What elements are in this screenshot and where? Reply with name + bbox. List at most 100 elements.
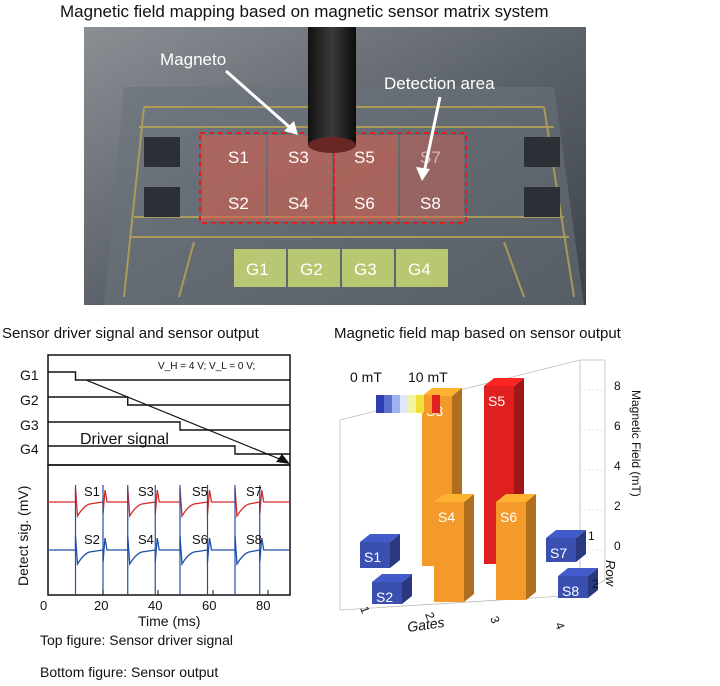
bar-s7: S7 xyxy=(546,530,586,562)
output-trace-bottom xyxy=(48,535,290,567)
row-label-g2: G2 xyxy=(20,392,39,408)
bar-top-s5 xyxy=(484,378,524,386)
bar-side-s6 xyxy=(526,494,536,600)
row-label-g3: G3 xyxy=(20,417,39,433)
ztick-2: 2 xyxy=(614,499,621,513)
x-axis-label: Time (ms) xyxy=(138,613,200,629)
caption-top: Top figure: Sensor driver signal xyxy=(40,632,233,648)
trace-label-s2: S2 xyxy=(84,532,100,547)
bar-front-s4 xyxy=(434,502,464,602)
dashed-box-2 xyxy=(333,132,467,224)
bar-side-s1 xyxy=(390,534,400,568)
bar-side-s2 xyxy=(402,574,412,604)
bar-side-s4 xyxy=(464,494,474,602)
driver-signal-label: Driver signal xyxy=(80,431,169,448)
gate-label-g1: G1 xyxy=(246,260,269,279)
bar-top-s4 xyxy=(434,494,474,502)
trace-label-s3: S3 xyxy=(138,484,154,499)
ztick-8: 8 xyxy=(614,379,621,393)
bar-side-s8 xyxy=(588,568,598,598)
bar-top-s1 xyxy=(360,534,400,542)
y-axis-label: Detect sig. (mV) xyxy=(15,486,31,586)
sensor-label-s2: S2 xyxy=(228,194,249,213)
sensor-chips xyxy=(144,137,560,217)
output-trace-top xyxy=(48,487,290,519)
driver-arrow-head xyxy=(276,454,290,464)
detection-arrow xyxy=(422,96,442,174)
trace-label-s6: S6 xyxy=(192,532,208,547)
row-tick-1: 1 xyxy=(588,529,595,543)
right-panel-title: Magnetic field map based on sensor outpu… xyxy=(334,325,621,342)
gate-label-g4: G4 xyxy=(408,260,431,279)
xtick-80: 80 xyxy=(256,598,270,613)
gate-blocks xyxy=(234,249,448,287)
sensor-label-s5: S5 xyxy=(354,148,375,167)
xtick-20: 20 xyxy=(94,598,108,613)
sensor-label-s7: S7 xyxy=(420,148,441,167)
detection-cells xyxy=(202,135,464,221)
bar-s6: S6 xyxy=(496,494,536,600)
z-axis-label: Magnetic Field (mT) xyxy=(629,390,643,497)
xtick-40: 40 xyxy=(148,598,162,613)
driver-arrow-line xyxy=(85,379,283,461)
trace-label-s4: S4 xyxy=(138,532,154,547)
ztick-6: 6 xyxy=(614,419,621,433)
ztick-0: 0 xyxy=(614,539,621,553)
trace-label-s7: S7 xyxy=(246,484,262,499)
bar-side-s7 xyxy=(576,530,586,562)
figure-title: Magnetic field mapping based on magnetic… xyxy=(60,2,549,21)
bar-s4: S4 xyxy=(434,494,474,602)
driver-line-g1 xyxy=(48,371,290,381)
bar-s3: S3 xyxy=(422,388,462,566)
colorbar-max-label: 10 mT xyxy=(408,369,448,385)
driver-line-g4 xyxy=(48,445,290,455)
driver-signal-plot: G1 G2 G3 G4 V_H = 4 V; V_L = 0 V; Driver… xyxy=(15,354,291,629)
bar-front-s1 xyxy=(360,542,390,568)
driver-line-g2 xyxy=(48,396,290,406)
colorbar-min-label: 0 mT xyxy=(350,369,382,385)
ztick-4: 4 xyxy=(614,459,621,473)
gate-tick-3: 3 xyxy=(487,614,503,625)
bar-front-s6 xyxy=(496,502,526,600)
colorbar xyxy=(376,395,440,413)
driver-line-g3 xyxy=(48,421,290,431)
magneto-arrow xyxy=(225,69,295,133)
output-frame xyxy=(47,464,291,596)
gate-tick-1: 1 xyxy=(357,604,373,615)
trace-label-s5: S5 xyxy=(192,484,208,499)
bar-label-s7: S7 xyxy=(550,545,567,561)
dashed-box-1 xyxy=(199,132,335,224)
bar-top-s3 xyxy=(422,388,462,396)
bar-top-s6 xyxy=(496,494,536,502)
gate-tick-2: 2 xyxy=(422,610,438,621)
sensor-label-s4: S4 xyxy=(288,194,309,213)
caption-bottom: Bottom figure: Sensor output xyxy=(40,664,219,680)
bar-top-s7 xyxy=(546,530,586,538)
gate-tick-4: 4 xyxy=(552,620,568,631)
bar-s1: S1 xyxy=(360,534,400,568)
sensor-matrix-photo: Magneto Detection area S1 S3 S5 S7 S2 S4… xyxy=(84,27,586,305)
xtick-60: 60 xyxy=(202,598,216,613)
magneto-label: Magneto xyxy=(160,50,226,69)
trace-label-s8: S8 xyxy=(246,532,262,547)
left-panel-title: Sensor driver signal and sensor output xyxy=(2,325,259,342)
voltage-note: V_H = 4 V; V_L = 0 V; xyxy=(158,361,255,372)
trace-label-s1: S1 xyxy=(84,484,100,499)
bar-front-s2 xyxy=(372,582,402,604)
bar-label-s6: S6 xyxy=(500,509,517,525)
x-axis-label-gates: Gates xyxy=(406,614,445,635)
gate-label-g2: G2 xyxy=(300,260,323,279)
xtick-0: 0 xyxy=(40,598,47,613)
bar-front-s7 xyxy=(546,538,576,562)
y-axis-label-row: Row xyxy=(603,560,618,588)
row-label-g4: G4 xyxy=(20,441,39,457)
magneto-tip xyxy=(308,137,356,153)
bar-label-s1: S1 xyxy=(364,549,381,565)
bar-label-s2: S2 xyxy=(376,589,393,605)
sensor-label-s6: S6 xyxy=(354,194,375,213)
row-tick-2: 2 xyxy=(592,577,599,591)
bar-top-s8 xyxy=(558,568,598,576)
bar-label-s5: S5 xyxy=(488,393,505,409)
bar-front-s8 xyxy=(558,576,588,598)
sensor-label-s3: S3 xyxy=(288,148,309,167)
